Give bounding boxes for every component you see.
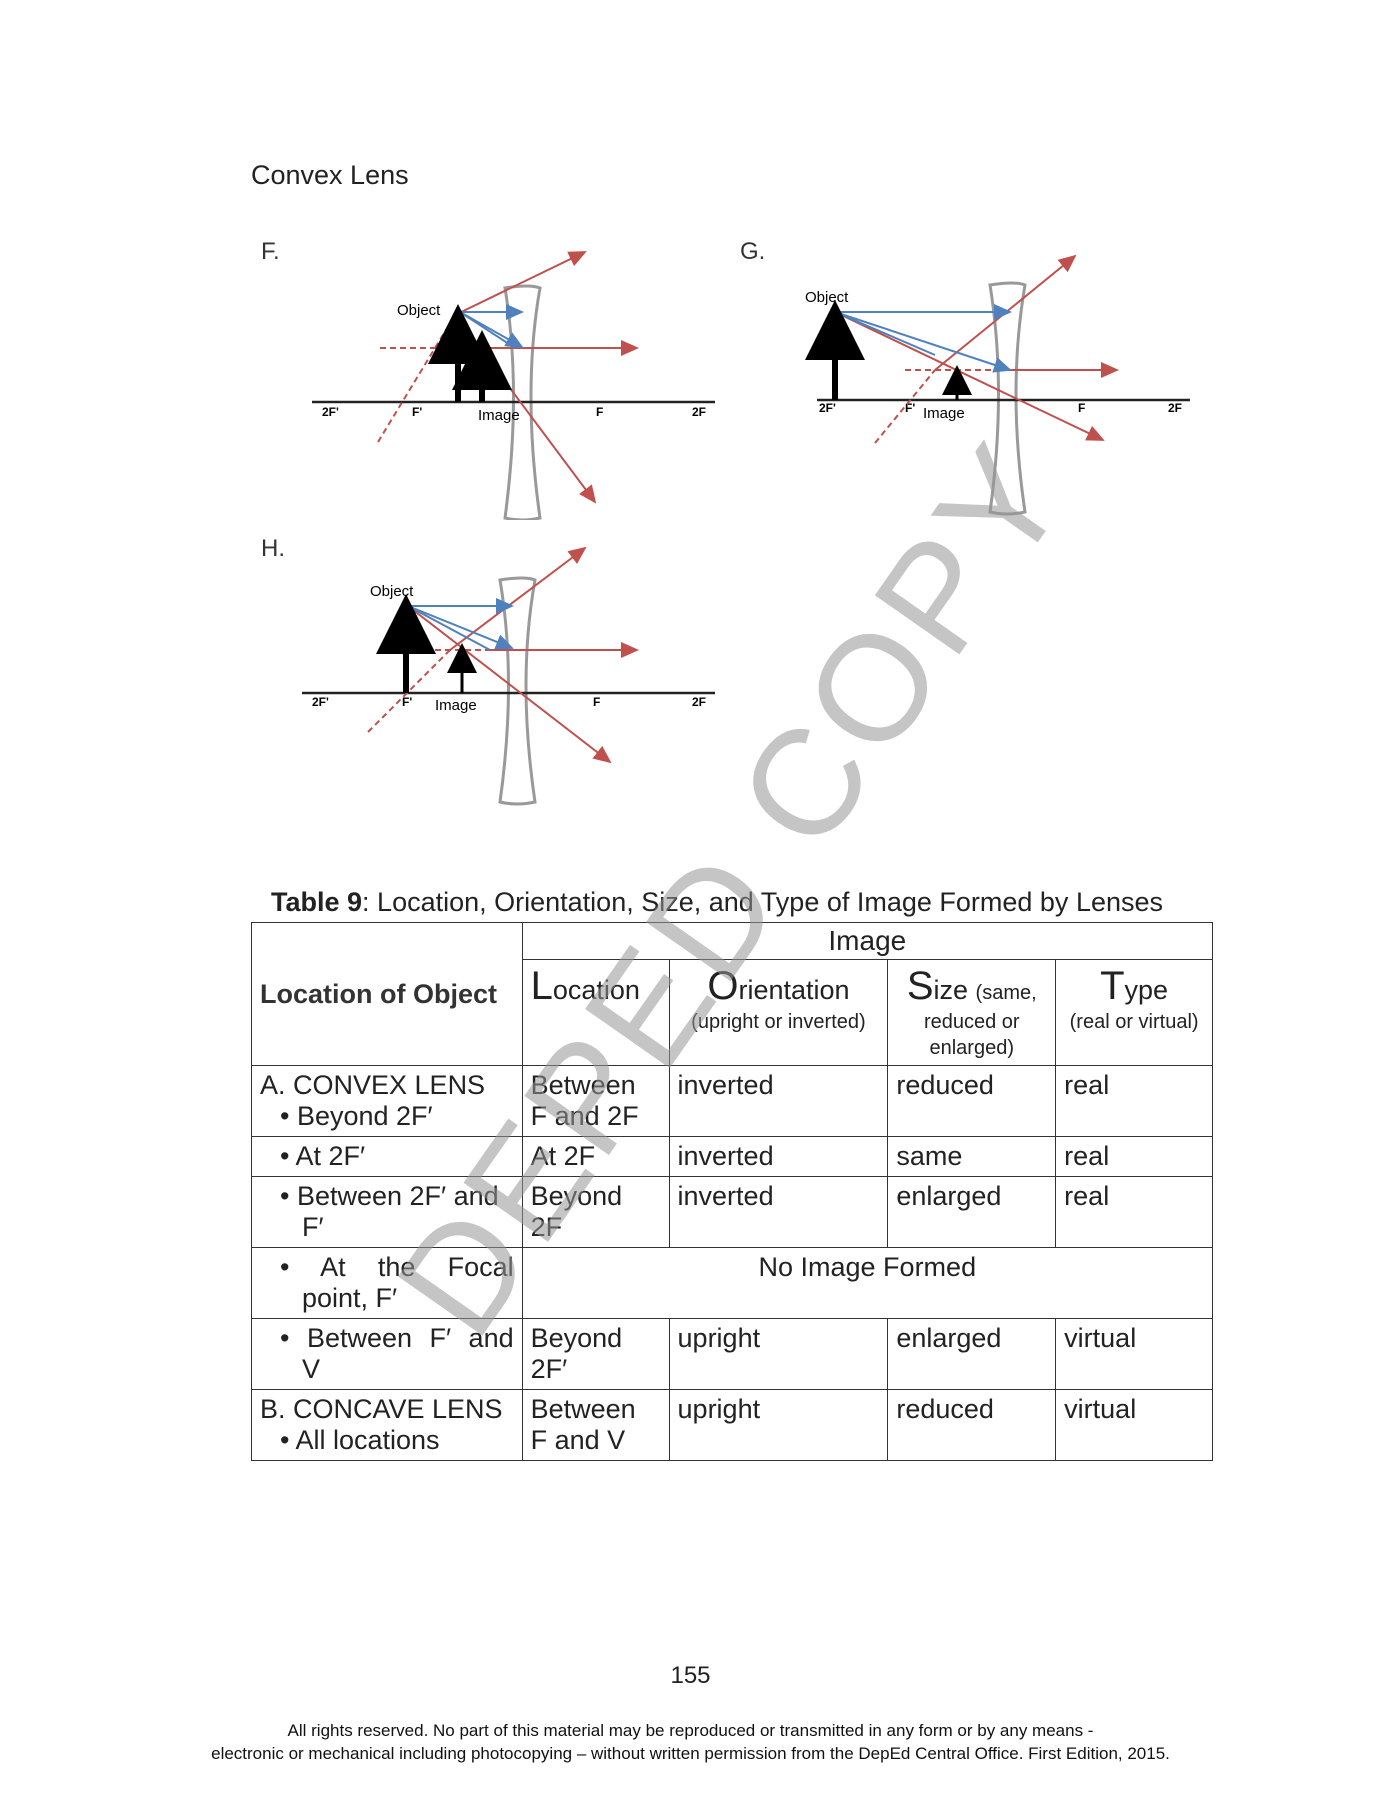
cell-location: Between F and V: [521, 1389, 670, 1461]
cell-orientation: inverted: [668, 1136, 889, 1177]
diagram-g-label: G.: [740, 238, 766, 265]
cell-orientation: inverted: [668, 1176, 889, 1248]
axis-label-2f: 2F: [692, 695, 706, 709]
header-location-of-object: Location of Object: [251, 922, 523, 1066]
header-size: Size (same, reduced or enlarged): [887, 959, 1057, 1066]
axis-label-2f: 2F: [1168, 401, 1182, 415]
header-type: Type (real or virtual): [1055, 959, 1213, 1066]
cell-size: reduced: [887, 1389, 1057, 1461]
cell-type: virtual: [1055, 1389, 1213, 1461]
cell-object: • At 2F′: [251, 1136, 523, 1177]
cell-orientation: inverted: [668, 1065, 889, 1137]
axis-label-f-prime: F': [905, 401, 915, 415]
table-row: B. CONCAVE LENS • All locations Between …: [251, 1389, 1213, 1461]
object-label: Object: [397, 302, 441, 319]
cell-object: • At the Focal point, F′: [251, 1247, 523, 1319]
footer-line: electronic or mechanical including photo…: [211, 1744, 1170, 1763]
cell-object: A. CONVEX LENS • Beyond 2F′: [251, 1065, 523, 1137]
cell-size: enlarged: [887, 1318, 1057, 1390]
diagram-g: 2F' F' F 2F Object Image: [805, 254, 1190, 516]
red-ray: [407, 605, 612, 764]
cell-location: Between F and 2F: [521, 1065, 670, 1137]
axis-label-f: F: [593, 695, 600, 709]
cell-type: real: [1055, 1176, 1213, 1248]
object-label: Object: [805, 289, 849, 306]
red-ray: [834, 311, 1105, 441]
header-orientation: Orientation (upright or inverted): [668, 959, 889, 1066]
cell-type: real: [1055, 1136, 1213, 1177]
diagram-h-label: H.: [261, 535, 285, 562]
section-title: Convex Lens: [251, 160, 409, 190]
footer: All rights reserved. No part of this mat…: [0, 1719, 1381, 1765]
cell-orientation: upright: [668, 1389, 889, 1461]
footer-line: All rights reserved. No part of this mat…: [287, 1721, 1094, 1740]
header-image: Image: [521, 922, 1214, 960]
table-row: A. CONVEX LENS • Beyond 2F′ Between F an…: [251, 1065, 1213, 1137]
axis-label-f: F: [1078, 401, 1085, 415]
table-subheader-row: Location Orientation (upright or inverte…: [252, 959, 1213, 1066]
table-row: • Between F′ and V Beyond 2F′ upright en…: [251, 1318, 1213, 1390]
table-caption-number: Table 9: [271, 887, 363, 917]
cell-location: Beyond 2F′: [521, 1318, 670, 1390]
page-number: 155: [670, 1662, 711, 1689]
diagram-h: 2F' F' F 2F Object Image: [302, 546, 715, 806]
object-label: Object: [370, 583, 414, 600]
cell-type: virtual: [1055, 1318, 1213, 1390]
red-dashed-ray: [377, 314, 456, 443]
cell-location: Beyond 2F: [521, 1176, 670, 1248]
cell-no-image: No Image Formed: [521, 1247, 1214, 1319]
red-ray: [454, 251, 587, 316]
blue-ray: [459, 311, 516, 349]
image-label: Image: [435, 697, 477, 714]
diagram-f: 2F' F' F 2F Object Image: [312, 251, 715, 520]
red-ray: [479, 347, 597, 504]
table-row: • At the Focal point, F′ No Image Formed: [251, 1247, 1214, 1319]
axis-label-2f-prime: 2F': [312, 695, 329, 709]
table-row: • At 2F′ At 2F inverted same real: [251, 1136, 1213, 1177]
axis-label-f: F: [596, 405, 603, 419]
cell-type: real: [1055, 1065, 1213, 1137]
cell-location: At 2F: [521, 1136, 670, 1177]
image-label: Image: [923, 405, 965, 422]
cell-size: same: [887, 1136, 1057, 1177]
table-header-row: Location of Object Image: [251, 922, 1214, 1066]
table-row: • Between 2F′ and F′ Beyond 2F inverted …: [251, 1176, 1213, 1248]
axis-label-2f-prime: 2F': [819, 401, 836, 415]
diagram-f-label: F.: [261, 238, 280, 265]
blue-ray: [834, 311, 1012, 373]
header-location: Location: [521, 959, 670, 1066]
cell-orientation: upright: [668, 1318, 889, 1390]
cell-object: • Between 2F′ and F′: [251, 1176, 523, 1248]
cell-size: reduced: [887, 1065, 1057, 1137]
cell-size: enlarged: [887, 1176, 1057, 1248]
axis-label-f-prime: F': [402, 695, 412, 709]
axis-label-f-prime: F': [412, 405, 422, 419]
axis-label-2f: 2F: [692, 405, 706, 419]
cell-object: B. CONCAVE LENS • All locations: [251, 1389, 523, 1461]
axis-label-2f-prime: 2F': [322, 405, 339, 419]
image-label: Image: [478, 407, 520, 424]
lens-shape: [988, 281, 1027, 516]
blue-ray: [834, 311, 936, 356]
table-caption: Table 9: Location, Orientation, Size, an…: [271, 887, 1163, 918]
image-formation-table: Location of Object Image Location Orient…: [251, 922, 1214, 1461]
red-ray: [449, 546, 587, 651]
red-dashed-ray: [874, 369, 936, 444]
table-caption-text: : Location, Orientation, Size, and Type …: [362, 887, 1164, 917]
cell-object: • Between F′ and V: [251, 1318, 523, 1390]
